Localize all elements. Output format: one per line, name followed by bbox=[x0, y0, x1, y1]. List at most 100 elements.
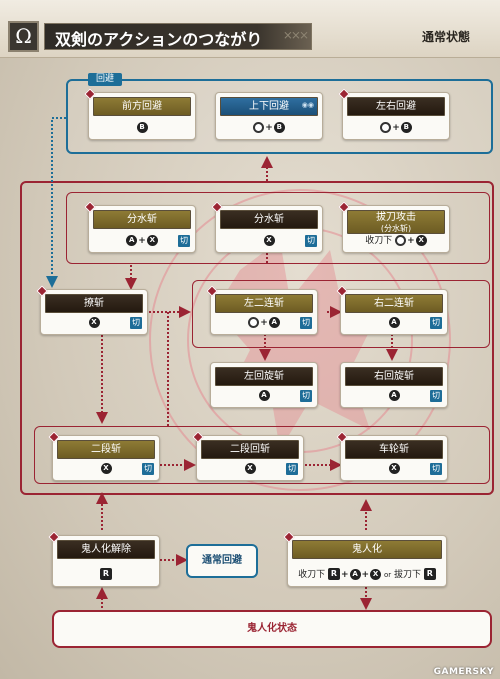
demon-release-command: R bbox=[53, 568, 159, 580]
a-button-icon: A bbox=[126, 235, 138, 246]
x-button-icon: X bbox=[100, 463, 112, 474]
plus-sign: + bbox=[361, 569, 370, 580]
x-button-icon: X bbox=[388, 463, 400, 474]
evade-group-label: 回避 bbox=[88, 73, 123, 86]
plus-sign: + bbox=[407, 236, 415, 246]
double-group-frame bbox=[192, 280, 490, 348]
normal-evade-box: 通常回避 bbox=[186, 544, 258, 578]
page-title: 双剣のアクションのつながり bbox=[55, 30, 263, 49]
two-stage-title: 二段斩 bbox=[57, 440, 155, 459]
draw-attack-title-text: 拔刀攻击 bbox=[376, 212, 416, 223]
left-double-title: 左二连斩 bbox=[215, 294, 313, 313]
right-double-title: 右二连斩 bbox=[345, 294, 443, 313]
gamersky-watermark: GAMERSKY bbox=[433, 667, 494, 677]
right-spin-card: 右回旋斩 A 切 bbox=[340, 362, 448, 408]
slash-a-title: 分水斩 bbox=[93, 210, 191, 229]
wheel-card: 车轮斩 X 切 bbox=[336, 431, 448, 481]
b-button-icon: B bbox=[400, 122, 412, 133]
liao-command: X bbox=[41, 317, 147, 328]
analog-stick-icon bbox=[253, 122, 265, 133]
r-button-icon: R bbox=[423, 568, 436, 580]
a-button-icon: A bbox=[388, 390, 400, 401]
two-stage-card: 二段斩 X 切 bbox=[48, 431, 160, 481]
slash-group-frame bbox=[66, 192, 490, 264]
demon-state-box: 鬼人化状态 bbox=[52, 610, 492, 648]
two-stage-command: X bbox=[53, 463, 159, 474]
two-stage-spin-card: 二段回斩 X 切 bbox=[192, 431, 304, 481]
side-evade-title: 左右回避 bbox=[347, 97, 445, 116]
plus-sign: + bbox=[392, 123, 400, 133]
slash-b-command: X bbox=[216, 235, 322, 246]
a-button-icon: A bbox=[388, 317, 400, 328]
analog-stick-icon bbox=[248, 317, 260, 328]
demon-command: 收刀下 R+A+X or 拔刀下 R bbox=[288, 567, 446, 580]
gamepad-icon: ◉◉ bbox=[301, 101, 314, 109]
cut-badge: 切 bbox=[130, 317, 142, 329]
analog-stick-icon bbox=[380, 122, 392, 133]
updown-evade-title: 上下回避 bbox=[220, 97, 318, 116]
monster-hunter-omega-icon: Ω bbox=[8, 21, 39, 52]
right-spin-command: A bbox=[341, 390, 447, 401]
twostage-group-frame bbox=[34, 426, 490, 484]
state-label: 通常状態 bbox=[422, 30, 471, 44]
cut-badge: 切 bbox=[430, 390, 442, 402]
demon-prefix: 收刀下 bbox=[298, 569, 326, 580]
left-spin-command: A bbox=[211, 390, 317, 401]
x-button-icon: X bbox=[263, 235, 275, 246]
demon-prefix2: 拔刀下 bbox=[394, 569, 422, 580]
plus-sign: + bbox=[138, 236, 146, 246]
cut-badge: 切 bbox=[286, 463, 298, 475]
demon-release-title: 鬼人化解除 bbox=[57, 540, 155, 559]
right-spin-title: 右回旋斩 bbox=[345, 367, 443, 386]
two-stage-spin-title: 二段回斩 bbox=[201, 440, 299, 459]
r-button-icon: R bbox=[327, 568, 340, 580]
slash-b-card: 分水斩 X 切 bbox=[211, 201, 323, 253]
cut-badge: 切 bbox=[430, 463, 442, 475]
wheel-command: X bbox=[341, 463, 447, 474]
forward-evade-command: B bbox=[89, 122, 195, 133]
side-evade-command: +B bbox=[343, 122, 449, 133]
cut-badge: 切 bbox=[142, 463, 154, 475]
slash-a-command: A+X bbox=[89, 235, 195, 246]
x-button-icon: X bbox=[244, 463, 256, 474]
a-button-icon: A bbox=[258, 390, 270, 401]
cut-badge: 切 bbox=[430, 317, 442, 329]
cut-badge: 切 bbox=[300, 317, 312, 329]
left-double-card: 左二连斩 +A 切 bbox=[206, 285, 318, 335]
slash-b-title: 分水斩 bbox=[220, 210, 318, 229]
x-button-icon: X bbox=[415, 235, 427, 246]
attack-group-frame bbox=[20, 181, 494, 495]
liao-card: 撩斩 X 切 bbox=[36, 285, 148, 335]
left-spin-card: 左回旋斩 A 切 bbox=[210, 362, 318, 408]
draw-attack-title: 拔刀攻击 (分水斩) bbox=[347, 210, 445, 234]
draw-attack-subtitle: (分水斩) bbox=[380, 224, 412, 233]
demon-or: or bbox=[383, 570, 392, 579]
x-button-icon: X bbox=[370, 568, 382, 580]
slash-a-card: 分水斩 A+X 切 bbox=[84, 201, 196, 253]
draw-attack-command: 收刀下 +X bbox=[343, 233, 449, 246]
r-button-icon: R bbox=[100, 568, 112, 580]
demon-release-card: 鬼人化解除 R bbox=[48, 531, 160, 587]
wheel-title: 车轮斩 bbox=[345, 440, 443, 459]
updown-evade-card: 上下回避 ◉◉ +B bbox=[215, 92, 323, 140]
demon-title: 鬼人化 bbox=[292, 540, 442, 559]
cut-badge: 切 bbox=[300, 390, 312, 402]
demon-card: 鬼人化 收刀下 R+A+X or 拔刀下 R bbox=[283, 531, 447, 587]
cut-badge: 切 bbox=[178, 235, 190, 247]
right-double-card: 右二连斩 A 切 bbox=[336, 285, 448, 335]
side-evade-card: 左右回避 +B bbox=[338, 88, 450, 140]
draw-attack-prefix: 收刀下 bbox=[365, 236, 393, 246]
b-button-icon: B bbox=[136, 122, 148, 133]
cut-badge: 切 bbox=[305, 235, 317, 247]
plus-sign: + bbox=[340, 569, 349, 580]
forward-evade-card: 前方回避 B bbox=[84, 88, 196, 140]
title-bar: 双剣のアクションのつながり ⨯⨯⨯ bbox=[44, 23, 312, 50]
x-button-icon: X bbox=[88, 317, 100, 328]
analog-stick-icon bbox=[395, 235, 407, 246]
draw-attack-card: 拔刀攻击 (分水斩) 收刀下 +X bbox=[338, 201, 450, 253]
b-button-icon: B bbox=[273, 122, 285, 133]
a-button-icon: A bbox=[349, 568, 361, 580]
left-double-command: +A bbox=[211, 317, 317, 328]
x-button-icon: X bbox=[146, 235, 158, 246]
